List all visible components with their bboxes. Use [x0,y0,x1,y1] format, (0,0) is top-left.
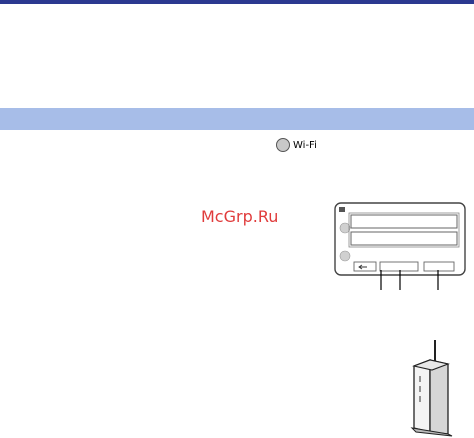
router-icon [410,340,453,437]
right-button[interactable] [423,261,455,272]
wifi-button-reference: Wi-Fi [276,138,317,152]
back-button[interactable] [353,261,377,272]
middle-button[interactable] [379,261,419,272]
callout-lines [380,270,439,290]
menu-row[interactable] [350,214,458,229]
menu-row[interactable] [350,231,458,246]
selection-outline [348,212,460,248]
side-button-icon [339,250,351,262]
back-arrow-icon [358,264,367,270]
watermark: McGrp.Ru [201,207,279,226]
section-band [0,108,474,130]
wifi-indicator-icon [339,207,345,212]
camera-lcd-screen [334,202,466,276]
side-button-icon [339,222,351,234]
top-rule [0,0,474,4]
wifi-label: Wi-Fi [293,139,317,151]
button-circle-icon [276,138,290,152]
